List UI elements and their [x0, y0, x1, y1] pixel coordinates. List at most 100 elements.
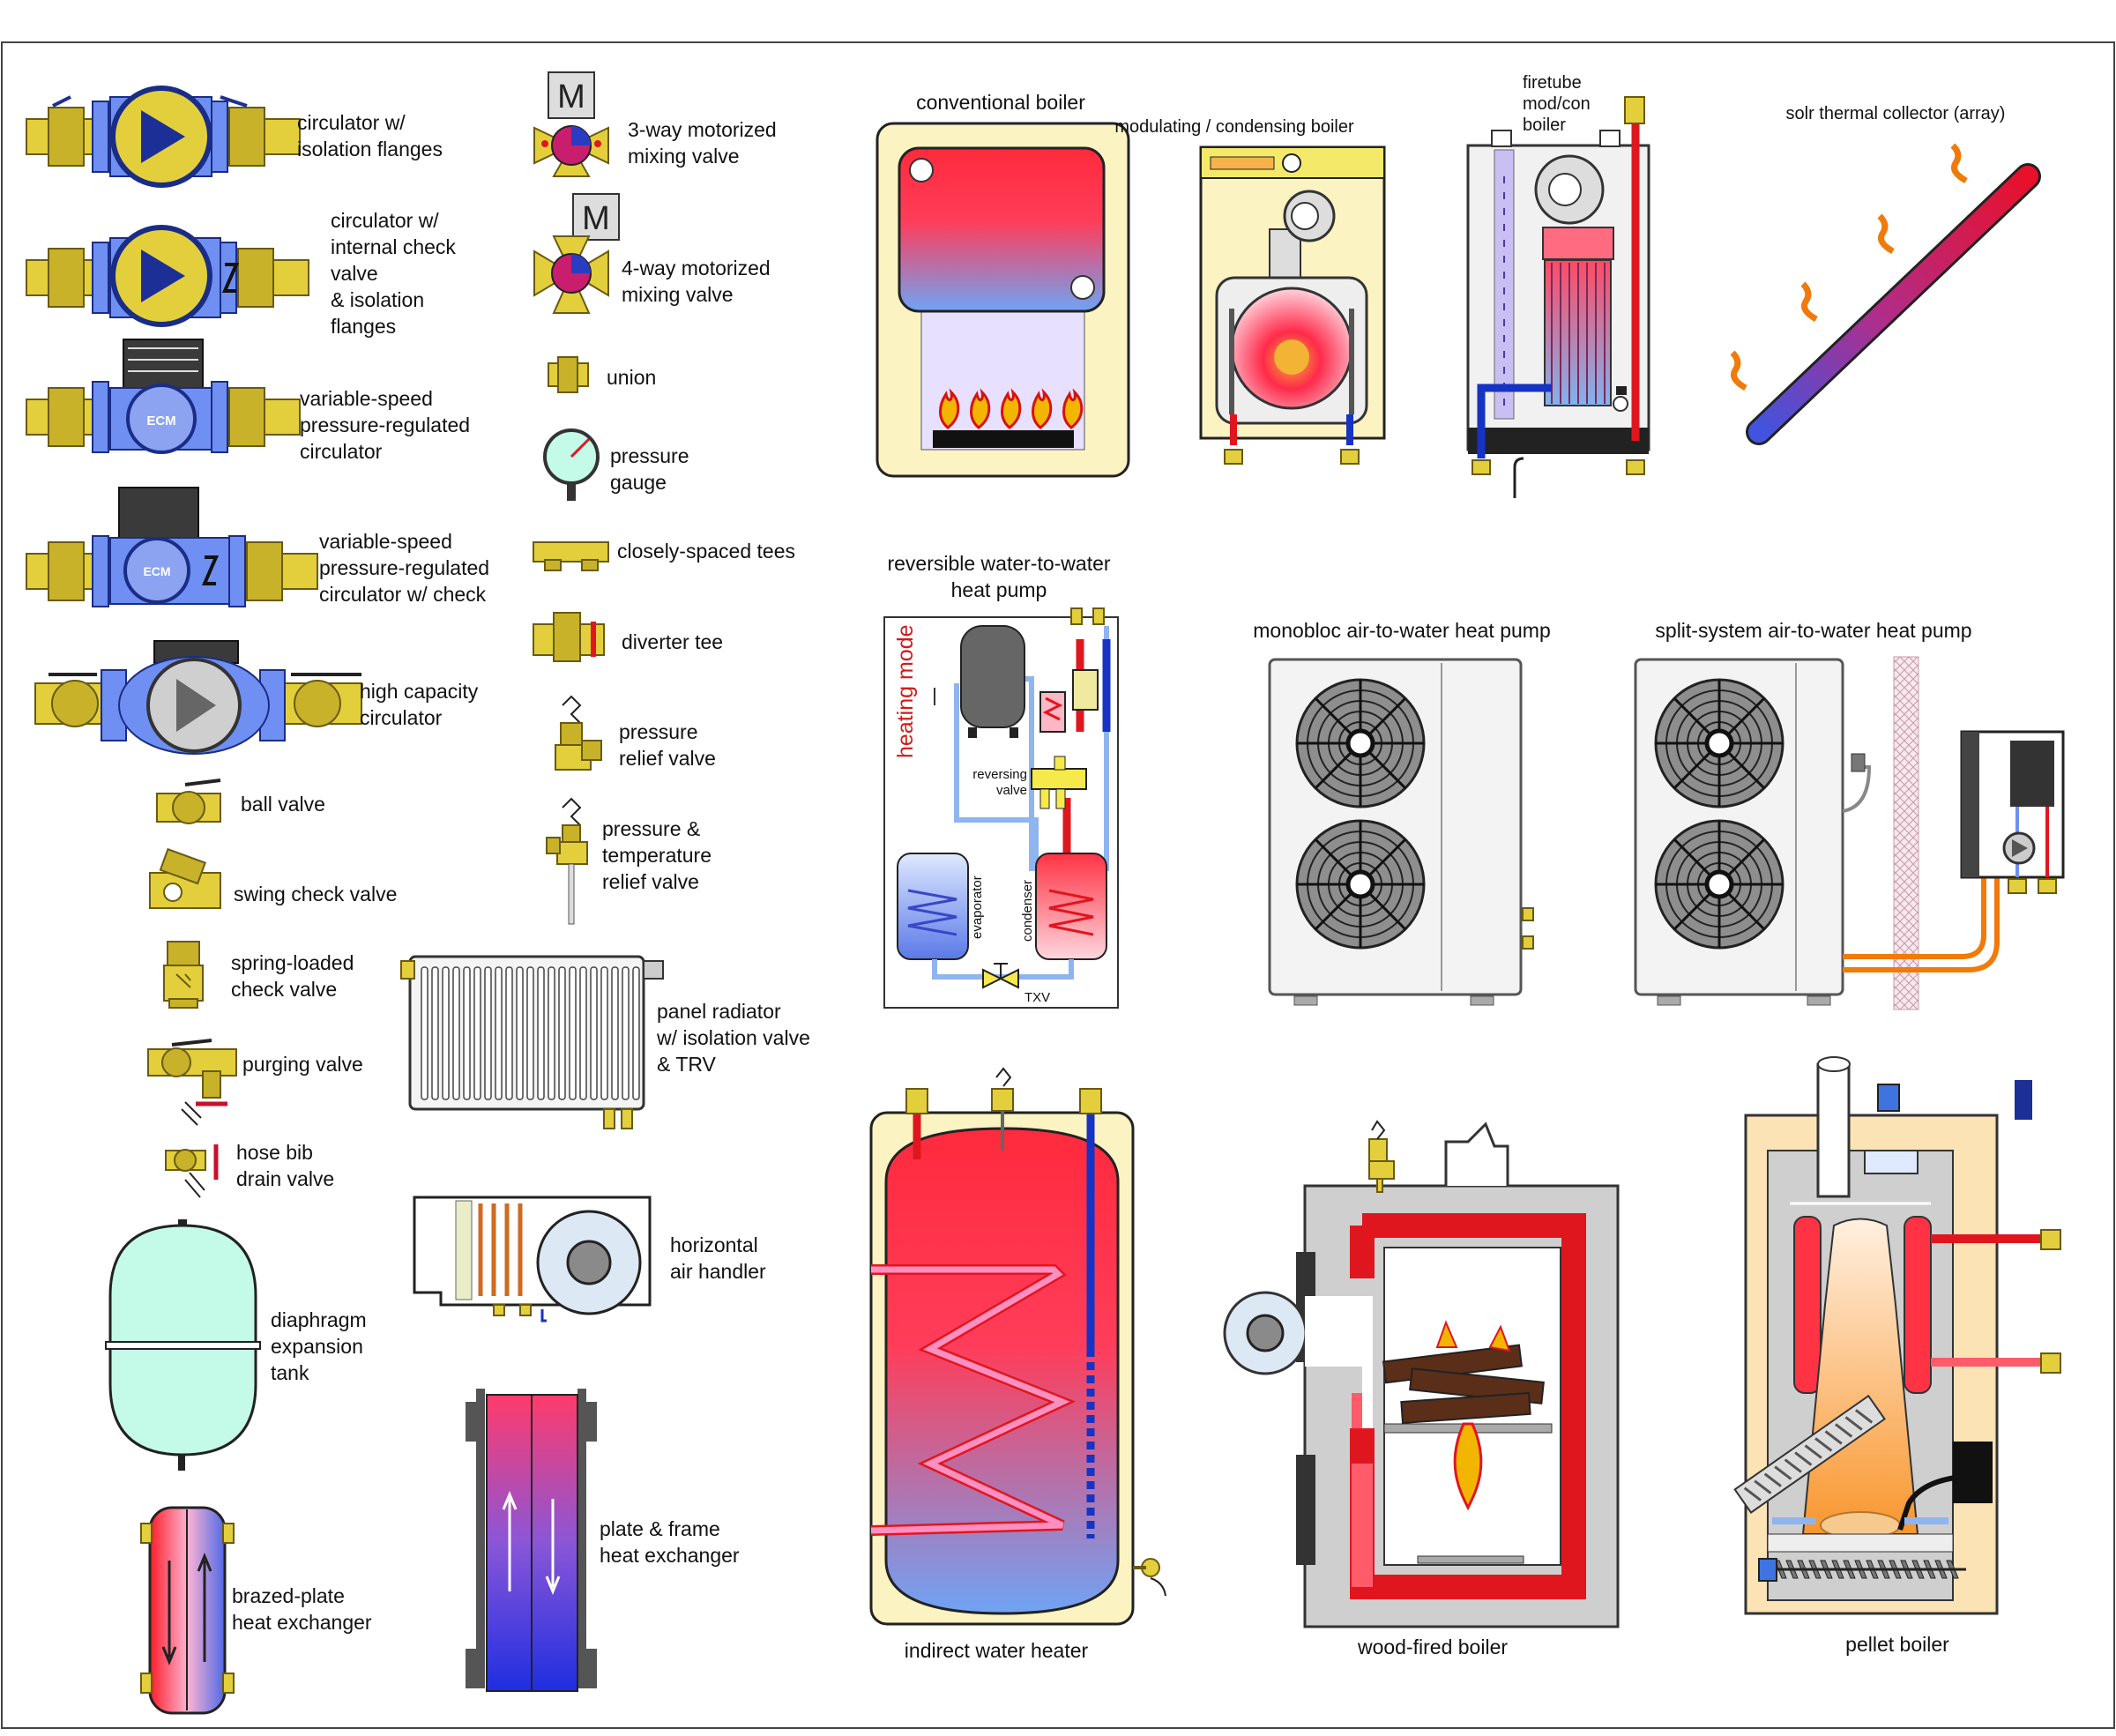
radiator-fin: [558, 966, 566, 1100]
circulator-check-valve-icon: [26, 225, 309, 327]
solar-collector-icon: [1730, 143, 2041, 445]
monobloc-title: monobloc air-to-water heat pump: [1253, 619, 1551, 642]
feed-flight: [1754, 1479, 1772, 1494]
radiator-fin: [495, 966, 503, 1100]
split-system-title: split-system air-to-water heat pump: [1655, 619, 1971, 642]
closely-spaced-tees-icon: [533, 541, 609, 571]
radiator-fin: [421, 966, 428, 1100]
wood-logs: [1382, 1320, 1545, 1425]
radiator-fin: [548, 966, 555, 1100]
spring-check-valve-icon: [163, 941, 204, 1009]
variable-speed-check-circulator-icon: ECM: [26, 487, 318, 607]
radiator-fin: [611, 966, 619, 1100]
feed-flight: [1835, 1423, 1853, 1438]
motor-glyph-2: M: [582, 200, 610, 237]
feed-flight: [1814, 1437, 1833, 1452]
panel-radiator-icon: [400, 955, 664, 1129]
feed-flight: [1824, 1430, 1843, 1445]
wood-fired-boiler-icon: [1223, 1120, 1620, 1628]
feed-flight: [1774, 1465, 1792, 1480]
radiator-fin: [632, 966, 640, 1100]
closely-tees-label: closely-spaced tees: [617, 540, 795, 563]
feed-flight: [1854, 1409, 1874, 1424]
swing-check-label: swing check valve: [234, 883, 397, 905]
four-way-mixing-valve-icon: M: [533, 193, 620, 314]
union-label: union: [607, 366, 656, 389]
radiator-fin: [537, 966, 545, 1100]
diverter-tee-label: diverter tee: [622, 630, 723, 653]
circulator-isolation-flanges-icon: [26, 86, 301, 188]
radiator-fin: [473, 966, 481, 1100]
radiator-fin: [463, 966, 471, 1100]
pressure-gauge-icon: [543, 428, 600, 501]
radiator-fin: [622, 966, 630, 1100]
motor-glyph: M: [557, 78, 585, 115]
ball-valve-label: ball valve: [241, 793, 325, 816]
txv-label: TXV: [1024, 990, 1050, 1005]
air-handler-icon: [413, 1196, 652, 1322]
feed-flight: [1844, 1416, 1863, 1431]
pellet-boiler-label: pellet boiler: [1845, 1633, 1949, 1656]
ball-valve-icon: [156, 779, 221, 824]
union-icon: [548, 356, 589, 393]
radiator-fin: [516, 966, 524, 1100]
firetube-boiler-icon: [1466, 96, 1650, 498]
swing-check-valve-icon: [149, 847, 221, 909]
radiator-fin: [590, 966, 598, 1100]
evaporator-label: evaporator: [970, 875, 985, 939]
conventional-boiler-icon: [875, 122, 1130, 478]
feed-flight: [1763, 1472, 1782, 1487]
ecm-badge: ECM: [146, 414, 175, 428]
radiator-fin: [569, 966, 577, 1100]
radiator-fin: [431, 966, 439, 1100]
purging-valve-label: purging valve: [242, 1053, 363, 1076]
radiator-fin: [600, 966, 608, 1100]
solar-collector-title: solr thermal collector (array): [1786, 104, 2006, 123]
radiator-fin: [579, 966, 587, 1100]
variable-speed-circulator-icon: ECM: [26, 339, 301, 454]
condenser-label: condenser: [1020, 880, 1035, 942]
frame-border: [1, 41, 2115, 1729]
radiator-fin: [452, 966, 460, 1100]
feed-flight: [1794, 1451, 1813, 1466]
pressure-relief-valve-icon: [555, 695, 602, 771]
high-capacity-circulator-icon: [34, 640, 362, 755]
wood-boiler-label: wood-fired boiler: [1357, 1635, 1508, 1658]
diverter-tee-icon: [533, 612, 605, 662]
indirect-water-heater-icon: [869, 1067, 1166, 1626]
conventional-boiler-title: conventional boiler: [916, 91, 1085, 114]
circulator-isolation-label: circulator w/isolation flanges: [297, 111, 443, 160]
feed-flight: [1743, 1486, 1762, 1501]
mod-con-boiler-title: modulating / condensing boiler: [1114, 117, 1354, 137]
three-way-mixing-valve-icon: M: [533, 71, 609, 177]
brazed-plate-hx-icon: [140, 1506, 235, 1715]
feed-flight: [1804, 1444, 1822, 1459]
monobloc-heat-pump-icon: [1268, 658, 1534, 1006]
radiator-fin: [526, 966, 534, 1100]
feed-flight: [1784, 1458, 1802, 1473]
sun-ray-arrows: [1730, 143, 1968, 391]
heating-mode-text: heating mode: [893, 624, 918, 758]
